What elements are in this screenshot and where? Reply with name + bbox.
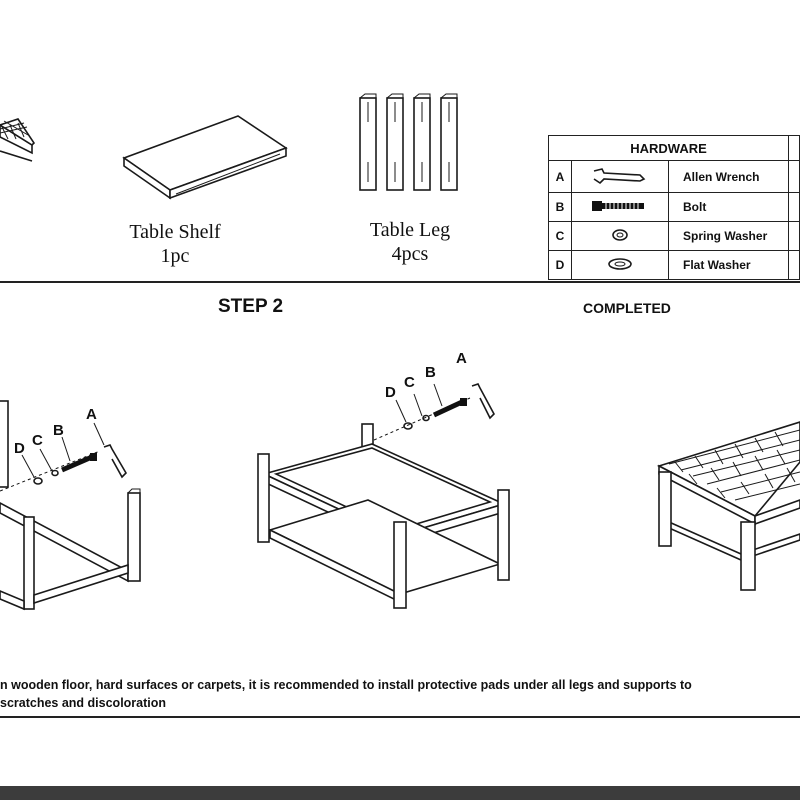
hardware-icon-cell — [571, 221, 669, 252]
footer-divider — [0, 716, 800, 718]
diagram-letter: A — [456, 350, 467, 367]
hardware-row: C Spring Washer — [548, 221, 800, 252]
hardware-blank-cell — [788, 250, 800, 280]
hardware-blank-cell — [788, 192, 800, 223]
hardware-row: A Allen Wrench — [548, 159, 800, 194]
table-legs-drawing — [359, 93, 458, 191]
hardware-name: Allen Wrench — [668, 159, 789, 194]
table-leg-label: Table Leg 4pcs — [350, 218, 470, 266]
hardware-letter: D — [548, 250, 572, 280]
assembly-diagram-middle — [257, 383, 510, 609]
bolt-icon — [592, 200, 644, 211]
hardware-table: HARDWARE A Allen Wrench B — [548, 135, 800, 280]
diagram-letter: B — [53, 422, 64, 439]
hardware-name: Bolt — [668, 192, 789, 223]
table-shelf-qty: 1pc — [160, 245, 190, 267]
hardware-blank-cell — [788, 159, 800, 194]
completed-table-drawing — [656, 421, 800, 591]
diagram-letter: C — [32, 432, 43, 449]
table-shelf-name: Table Shelf — [129, 221, 221, 243]
protective-pads-note-line2: scratches and discoloration — [0, 696, 167, 710]
table-shelf-label: Table Shelf 1pc — [115, 220, 235, 268]
hardware-header-row: HARDWARE — [548, 135, 800, 161]
diagram-letter: C — [404, 374, 415, 391]
diagram-letter: B — [425, 364, 436, 381]
assembly-diagram-left — [0, 400, 141, 611]
tabletop-partial-drawing — [0, 118, 36, 162]
hardware-title: HARDWARE — [548, 135, 789, 161]
hardware-name: Flat Washer — [668, 250, 789, 280]
diagram-letter: D — [14, 440, 25, 457]
hardware-letter: B — [548, 192, 572, 223]
section-divider — [0, 281, 800, 283]
hardware-letter: C — [548, 221, 572, 252]
hardware-blank-cell — [788, 221, 800, 252]
hardware-name: Spring Washer — [668, 221, 789, 252]
window-bottom-bar — [0, 786, 800, 800]
flat-washer-icon — [608, 257, 632, 270]
hardware-icon-cell — [571, 192, 669, 223]
hardware-icon-cell — [571, 159, 669, 194]
step2-title: STEP 2 — [218, 296, 284, 317]
hardware-blank-cell — [788, 135, 800, 161]
hardware-icon-cell — [571, 250, 669, 280]
completed-title: COMPLETED — [583, 300, 671, 316]
protective-pads-note-line1: n wooden floor, hard surfaces or carpets… — [0, 678, 692, 692]
spring-washer-icon — [612, 228, 628, 241]
diagram-letter: D — [385, 384, 396, 401]
table-leg-qty: 4pcs — [391, 243, 429, 265]
diagram-letter: A — [86, 406, 97, 423]
table-leg-name: Table Leg — [369, 219, 451, 241]
table-shelf-drawing — [122, 115, 288, 200]
hardware-row: D Flat Washer — [548, 250, 800, 280]
hardware-row: B Bolt — [548, 192, 800, 223]
allen-wrench-icon — [593, 168, 646, 185]
hardware-letter: A — [548, 159, 572, 194]
